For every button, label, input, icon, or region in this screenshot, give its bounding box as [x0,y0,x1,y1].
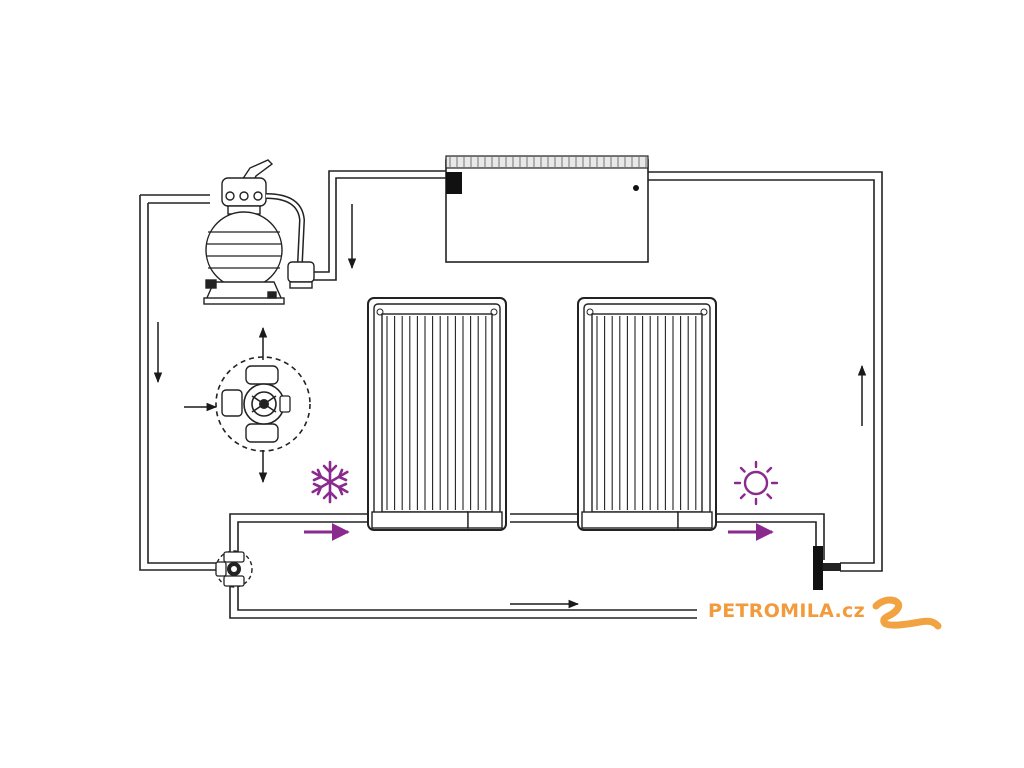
snowflake-icon [311,460,349,504]
solar-panel-right [577,297,717,531]
solar-panel-left [367,297,507,531]
pool [445,155,649,263]
valve-detail [215,356,311,452]
valve-detail-arrows [184,326,268,484]
sun-icon [733,460,779,506]
tee-connector [813,546,841,590]
brand-name: PETROMILA.cz [708,600,865,622]
brand-text: PETROMILA.cz [708,600,865,622]
flow-arrows [153,204,867,609]
bypass-valve [215,550,253,588]
sand-filter-pump [203,159,315,305]
brand-logo-icon [872,596,942,630]
pipe-network [139,170,883,619]
